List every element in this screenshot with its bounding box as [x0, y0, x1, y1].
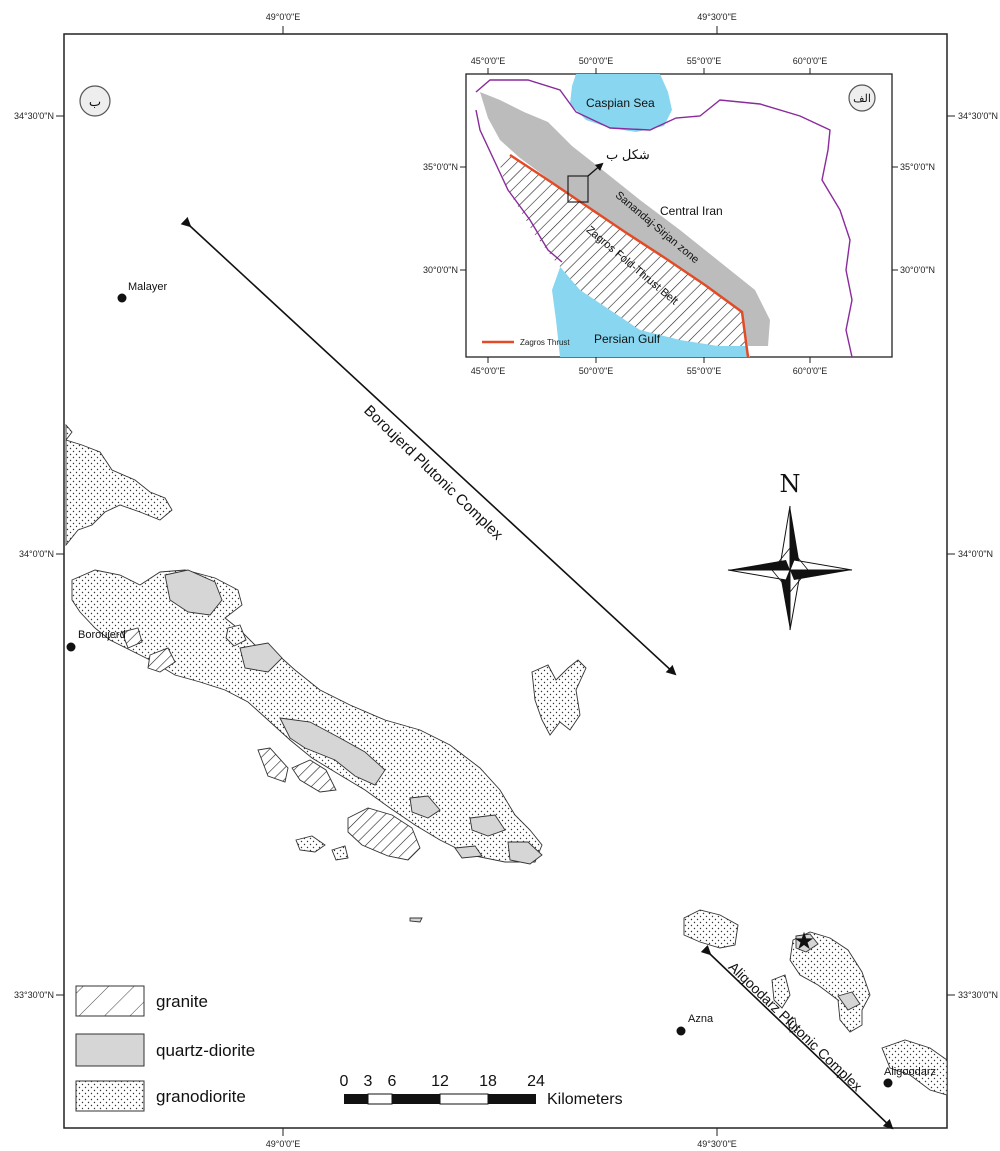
aligoodarz-arrow	[700, 944, 894, 1130]
legend-swatch-quartz-diorite	[75, 1033, 145, 1067]
scale-tick-12: 12	[431, 1073, 449, 1090]
inset-lon-bottom-4: 60°0'0"E	[793, 366, 828, 376]
caspian-label: Caspian Sea	[586, 96, 655, 110]
lon-tick-top-2: 49°30'0"E	[697, 12, 737, 22]
scale-tick-0: 0	[340, 1073, 349, 1090]
legend-label-granite: granite	[156, 992, 208, 1011]
sanandaj-sirjan-zone	[480, 92, 770, 346]
inset-lon-bottom-2: 50°0'0"E	[579, 366, 614, 376]
town-label-azna: Azna	[688, 1013, 714, 1025]
inset-lat-left-2: 30°0'0"N	[423, 265, 458, 275]
study-area-box	[567, 175, 589, 203]
lat-tick-right-3: 33°30'0"N	[958, 990, 998, 1000]
lat-tick-right-1: 34°30'0"N	[958, 111, 998, 121]
town-label-malayer: Malayer	[128, 281, 167, 293]
town-marker-boroujerd	[66, 642, 76, 652]
caspian-sea	[570, 74, 672, 132]
north-arrow-icon: N	[727, 470, 853, 631]
inset-lon-bottom-1: 45°0'0"E	[471, 366, 506, 376]
legend-label-granodiorite: granodiorite	[156, 1087, 246, 1106]
legend-swatch-granodiorite	[75, 1080, 145, 1112]
inset-lat-right-2: 30°0'0"N	[900, 265, 935, 275]
lon-tick-top-1: 49°0'0"E	[266, 12, 301, 22]
figure-ref-label: شکل ب	[606, 147, 650, 162]
gulf-label: Persian Gulf	[594, 332, 661, 346]
town-marker-malayer	[117, 293, 127, 303]
inset-lat-right-1: 35°0'0"N	[900, 162, 935, 172]
legend: granite quartz-diorite granodiorite	[75, 985, 255, 1112]
north-label: N	[780, 470, 801, 498]
town-marker-azna	[676, 1026, 686, 1036]
town-label-aligoodarz: Aligoodarz	[884, 1066, 936, 1078]
study-area-arrow	[587, 162, 604, 177]
inset-lon-top-4: 60°0'0"E	[793, 56, 828, 66]
panel-label-b: ب	[89, 94, 101, 109]
inset-panel-badge	[848, 84, 876, 112]
zagros-fold-belt	[500, 155, 748, 346]
lat-tick-left-3: 33°30'0"N	[14, 990, 54, 1000]
panel-label-badge	[79, 85, 111, 117]
iran-border	[475, 79, 853, 357]
scale-tick-6: 6	[388, 1073, 397, 1090]
inset-lon-top-3: 55°0'0"E	[687, 56, 722, 66]
legend-label-quartz-diorite: quartz-diorite	[156, 1041, 255, 1060]
lat-tick-right-2: 34°0'0"N	[958, 549, 993, 559]
lat-tick-left-2: 34°0'0"N	[19, 549, 54, 559]
central-iran-label: Central Iran	[660, 204, 723, 218]
sample-location-star-icon: ★	[793, 927, 815, 955]
scale-unit: Kilometers	[547, 1091, 623, 1108]
lon-tick-bottom-1: 49°0'0"E	[266, 1139, 301, 1149]
inset-panel-label: الف	[853, 93, 871, 105]
inset-lon-bottom-3: 55°0'0"E	[687, 366, 722, 376]
scale-bar: 0 3 6 12 18 24 Kilometers	[340, 1073, 623, 1108]
town-marker-aligoodarz	[883, 1078, 893, 1088]
inset-legend-label: Zagros Thrust	[520, 338, 570, 347]
inset-lat-left-1: 35°0'0"N	[423, 162, 458, 172]
inset-map: شکل ب Caspian Sea Persian Gulf Central I…	[423, 56, 935, 376]
inset-lon-top-1: 45°0'0"E	[471, 56, 506, 66]
zagros-thrust-line	[509, 153, 750, 357]
lat-tick-left-1: 34°30'0"N	[14, 111, 54, 121]
town-label-boroujerd: Boroujerd	[78, 629, 126, 641]
boroujerd-arrow	[180, 216, 677, 676]
inset-lon-top-2: 50°0'0"E	[579, 56, 614, 66]
lon-tick-bottom-2: 49°30'0"E	[697, 1139, 737, 1149]
scale-tick-3: 3	[364, 1073, 373, 1090]
legend-swatch-granite	[75, 985, 145, 1017]
scale-tick-24: 24	[527, 1073, 545, 1090]
scale-tick-18: 18	[479, 1073, 497, 1090]
